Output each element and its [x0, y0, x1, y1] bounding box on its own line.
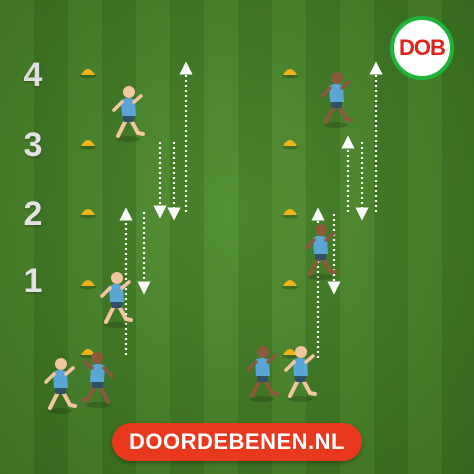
logo-text: DOB: [399, 35, 446, 60]
cone-marker: [282, 280, 298, 290]
player-figure: [284, 346, 317, 402]
cone-marker: [282, 140, 298, 150]
row-label-3: 3: [23, 126, 43, 164]
cone-marker: [80, 209, 96, 219]
player-figure: [304, 224, 337, 280]
player-figure: [81, 352, 114, 408]
player-figure: [320, 72, 353, 128]
cone-marker: [80, 280, 96, 290]
website-banner[interactable]: DOORDEBENEN.NL: [112, 423, 362, 461]
player-figure: [246, 346, 279, 402]
cone-marker: [282, 349, 298, 359]
row-label-4: 4: [23, 56, 43, 94]
cone-marker: [80, 69, 96, 79]
player-figure: [44, 358, 77, 414]
row-label-1: 1: [23, 262, 43, 300]
cone-marker: [282, 69, 298, 79]
website-url: DOORDEBENEN.NL: [128, 429, 345, 454]
logo-badge: DOB: [390, 16, 454, 80]
cone-marker: [80, 140, 96, 150]
row-label-2: 2: [23, 195, 43, 233]
player-figure: [112, 86, 145, 142]
cone-marker: [282, 209, 298, 219]
player-figure: [100, 272, 133, 328]
